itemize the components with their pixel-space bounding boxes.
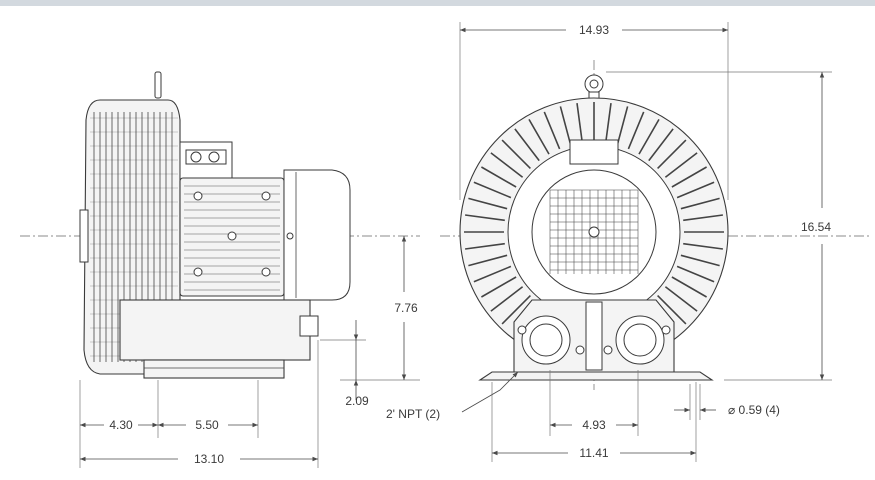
dim-16-54: 16.54 bbox=[801, 220, 831, 234]
bracket-tab bbox=[299, 315, 319, 337]
dim-4-93: 4.93 bbox=[582, 418, 606, 432]
front-view-dimensions: 14.93 16.54 4.93 11.41 2' NPT (2) ⌀ 0.59… bbox=[386, 22, 832, 462]
side-view bbox=[20, 71, 420, 379]
fan-grid bbox=[549, 189, 639, 274]
dim-11-41: 11.41 bbox=[579, 446, 608, 460]
side-lifting-eye bbox=[154, 71, 162, 99]
dim-2-09: 2.09 bbox=[345, 394, 369, 408]
dim-5-50: 5.50 bbox=[195, 418, 219, 432]
motor-end-cap bbox=[283, 169, 351, 301]
motor-ribs bbox=[184, 185, 280, 291]
inlet-plate bbox=[79, 209, 89, 263]
label-hole-diameter: ⌀ 0.59 (4) bbox=[728, 403, 780, 417]
dim-7-76: 7.76 bbox=[394, 301, 418, 315]
cable-gland-1 bbox=[190, 151, 202, 163]
dim-4-30: 4.30 bbox=[109, 418, 133, 432]
front-terminal-box bbox=[569, 139, 619, 165]
motor-bolts bbox=[193, 191, 294, 277]
cable-gland-2 bbox=[208, 151, 220, 163]
support-bracket bbox=[119, 299, 311, 361]
top-border bbox=[0, 0, 875, 6]
label-npt: 2' NPT (2) bbox=[386, 407, 440, 421]
front-view bbox=[440, 60, 870, 390]
side-view-dimensions: 4.30 5.50 13.10 7.76 2.09 bbox=[79, 236, 420, 468]
fan-hub bbox=[588, 226, 600, 238]
dim-14-93: 14.93 bbox=[579, 23, 609, 37]
dim-13-10: 13.10 bbox=[194, 452, 224, 466]
base-plate bbox=[143, 359, 285, 379]
center-divider bbox=[585, 301, 603, 371]
front-base-feet bbox=[478, 371, 714, 381]
radial-fins bbox=[464, 102, 724, 345]
